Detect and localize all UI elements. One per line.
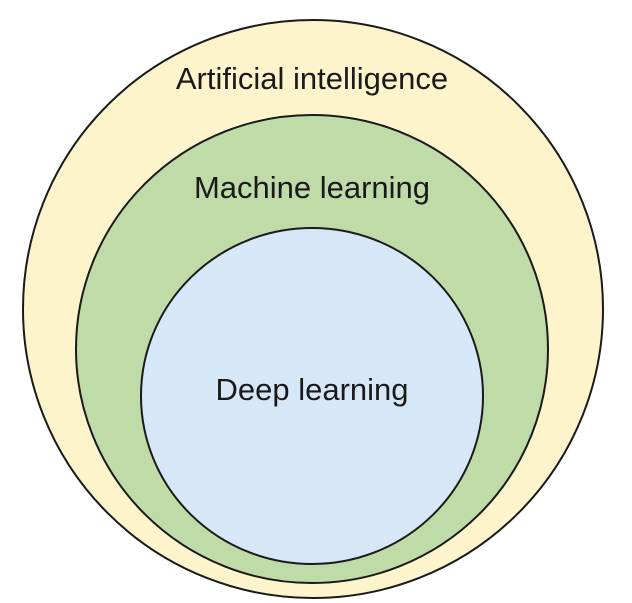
deep-learning-circle bbox=[140, 227, 484, 565]
deep-learning-label: Deep learning bbox=[215, 372, 408, 407]
artificial-intelligence-label: Artificial intelligence bbox=[176, 61, 448, 96]
machine-learning-label: Machine learning bbox=[194, 170, 430, 205]
